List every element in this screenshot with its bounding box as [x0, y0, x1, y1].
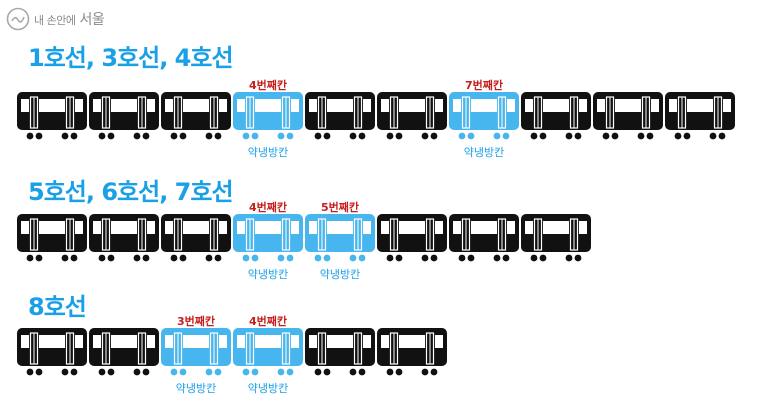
subway-car-icon — [161, 92, 231, 140]
subway-car-icon — [17, 92, 87, 140]
car-number-label: 4번째칸 — [248, 201, 287, 214]
seoul-logo-icon — [6, 7, 30, 31]
subway-car-icon — [449, 214, 519, 262]
subway-car-icon — [305, 214, 375, 262]
subway-car — [89, 316, 159, 400]
subway-car-icon — [521, 92, 591, 140]
subway-car — [521, 202, 591, 286]
weak-ac-caption: 약냉방칸 — [319, 268, 361, 281]
car-number-label: 7번째칸 — [464, 79, 503, 92]
subway-car-icon — [89, 92, 159, 140]
subway-car — [593, 80, 663, 164]
subway-car-icon — [161, 328, 231, 376]
car-number-label: 5번째칸 — [320, 201, 359, 214]
subway-car-icon — [233, 92, 303, 140]
subway-car-icon — [521, 214, 591, 262]
weak-ac-caption: 약냉방칸 — [175, 382, 217, 395]
subway-car-icon — [161, 214, 231, 262]
subway-car — [89, 80, 159, 164]
weak-ac-caption: 약냉방칸 — [247, 268, 289, 281]
subway-car — [17, 80, 87, 164]
subway-car-icon — [17, 214, 87, 262]
subway-car — [305, 316, 375, 400]
weak-ac-caption: 약냉방칸 — [247, 382, 289, 395]
subway-car-icon — [89, 328, 159, 376]
subway-car — [521, 80, 591, 164]
subway-car — [161, 80, 231, 164]
subway-car-icon — [593, 92, 663, 140]
seoul-logo: 내 손안에 서울 — [6, 6, 105, 32]
line-title-1-3-4: 1호선, 3호선, 4호선 — [28, 44, 234, 72]
subway-car-icon — [377, 328, 447, 376]
car-number-label: 4번째칸 — [248, 315, 287, 328]
subway-car — [89, 202, 159, 286]
subway-car-icon — [17, 328, 87, 376]
subway-car-icon — [89, 214, 159, 262]
subway-car-icon — [305, 328, 375, 376]
line-title-5-6-7: 5호선, 6호선, 7호선 — [28, 178, 234, 206]
subway-car-icon — [233, 328, 303, 376]
subway-car-icon — [377, 214, 447, 262]
subway-car — [449, 202, 519, 286]
subway-car — [17, 316, 87, 400]
weak-ac-caption: 약냉방칸 — [247, 146, 289, 159]
subway-car — [377, 316, 447, 400]
line-title-8: 8호선 — [28, 293, 87, 321]
logo-wordmark: 내 손안에 서울 — [34, 9, 105, 29]
subway-car-icon — [233, 214, 303, 262]
subway-car — [17, 202, 87, 286]
subway-car — [665, 80, 735, 164]
car-number-label: 3번째칸 — [176, 315, 215, 328]
subway-car-icon — [377, 92, 447, 140]
logo-small-text: 내 손안에 — [34, 14, 76, 27]
subway-car — [305, 80, 375, 164]
subway-car — [377, 80, 447, 164]
subway-car-icon — [665, 92, 735, 140]
subway-car-icon — [305, 92, 375, 140]
logo-big-text: 서울 — [79, 12, 105, 28]
subway-car — [377, 202, 447, 286]
car-number-label: 4번째칸 — [248, 79, 287, 92]
subway-car — [161, 202, 231, 286]
subway-car-icon — [449, 92, 519, 140]
weak-ac-caption: 약냉방칸 — [463, 146, 505, 159]
